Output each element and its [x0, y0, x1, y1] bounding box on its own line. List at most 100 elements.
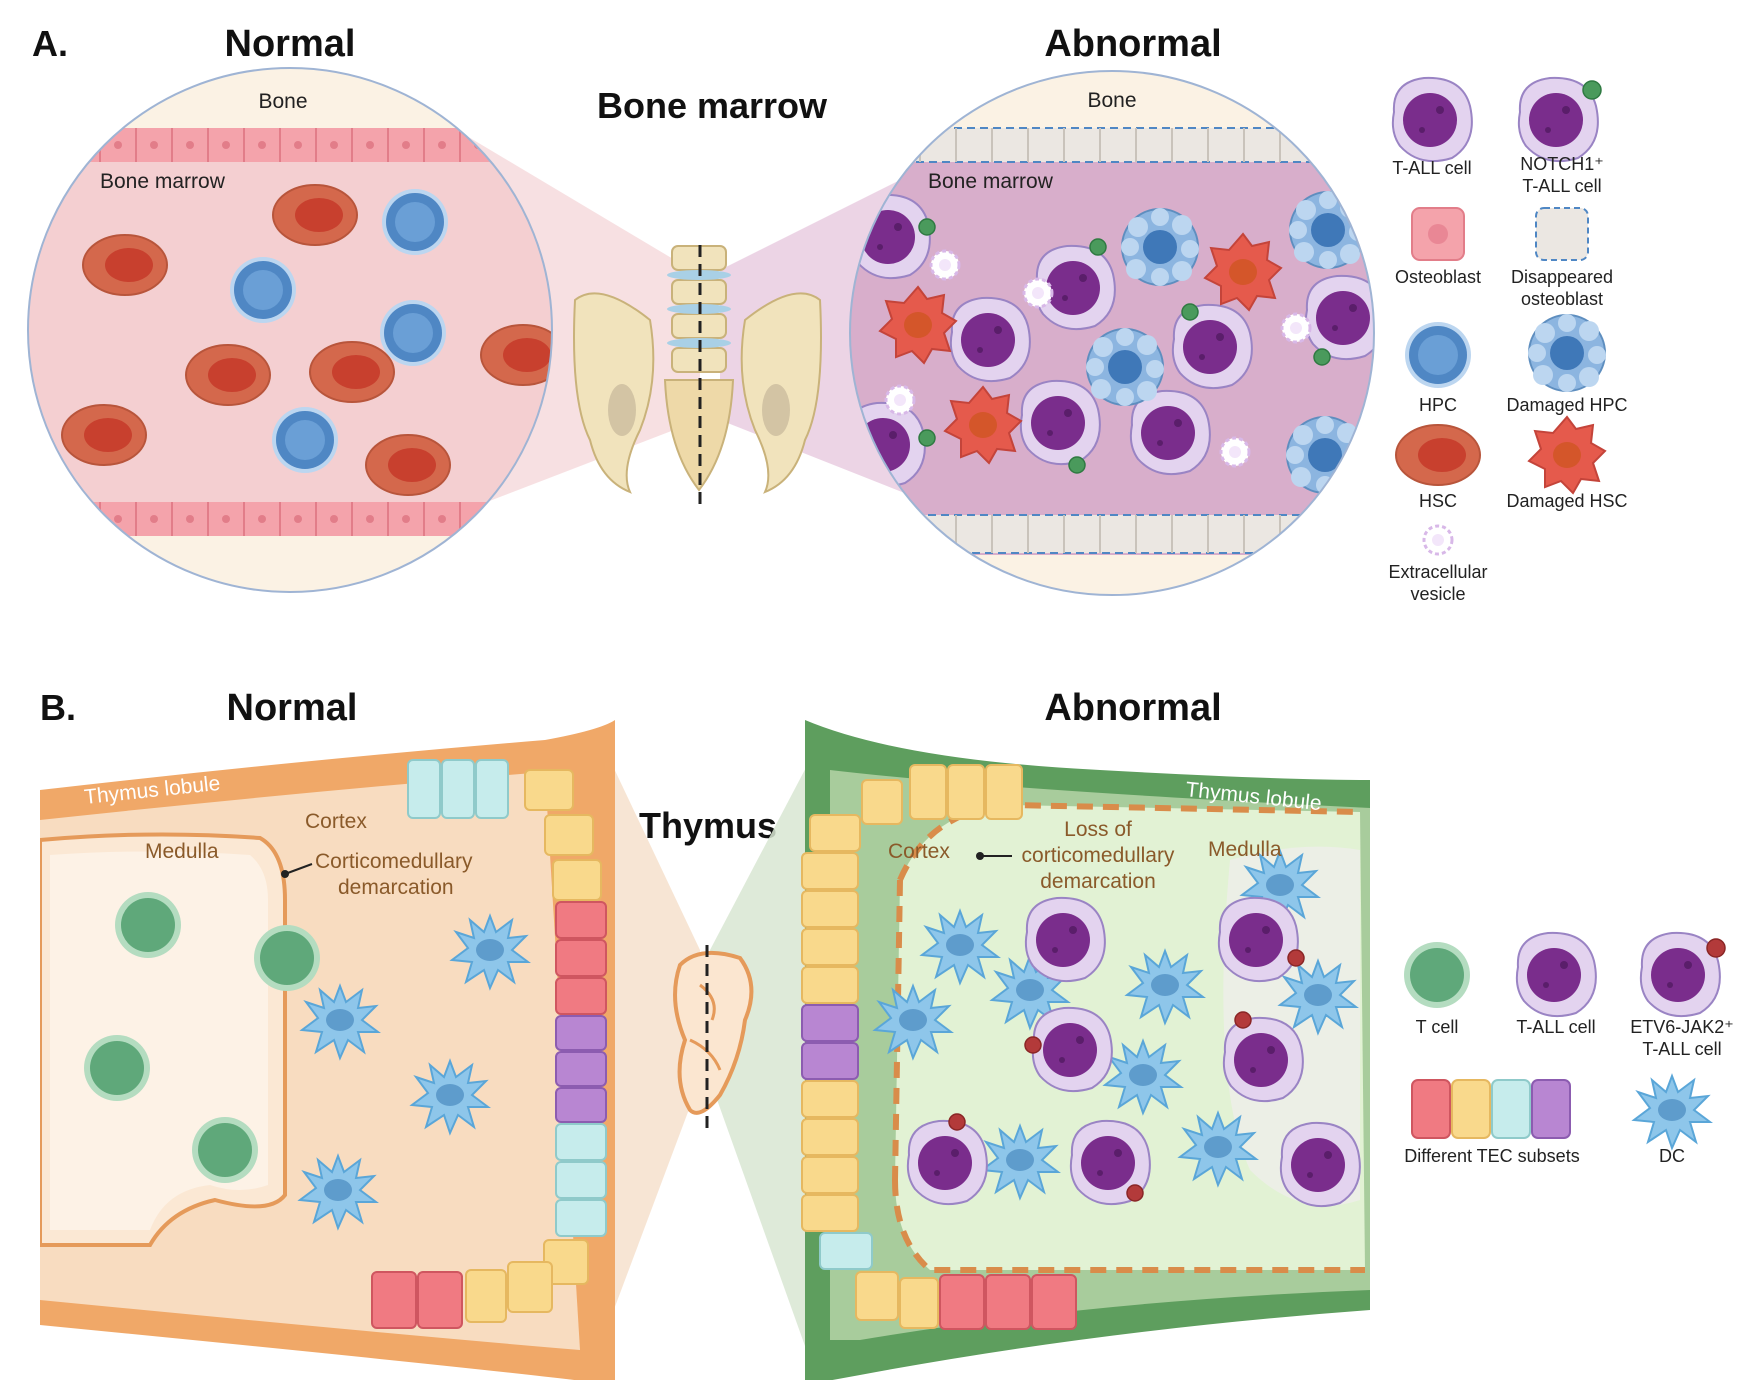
legend-tall-icon	[1391, 76, 1473, 163]
notch1-marker-icon	[1582, 80, 1602, 100]
legend-ev-label-1: Extracellular	[1388, 562, 1487, 582]
tec-column	[371, 759, 607, 1329]
cmd-pointer-dot	[281, 870, 289, 878]
legend-hsc-label: HSC	[1419, 491, 1457, 511]
hsc-cell	[272, 184, 358, 246]
legend-panel-a: T-ALL cell NOTCH1⁺ T-ALL cell Osteoblast…	[1388, 76, 1628, 604]
label-bone-left: Bone	[258, 90, 307, 113]
zoom-circle-left-border	[27, 67, 553, 593]
extracellular-vesicle	[1022, 277, 1054, 309]
hsc-cell	[365, 434, 451, 496]
t-cell	[254, 925, 320, 991]
thymus-connector-right	[710, 760, 810, 1360]
tall-cell	[1222, 1016, 1304, 1103]
panel-a-letter: A.	[32, 23, 68, 64]
label-marrow-right: Bone marrow	[928, 170, 1054, 193]
tall-cell	[1129, 389, 1211, 476]
t-cell	[192, 1117, 258, 1183]
legend-osteoblast-label: Osteoblast	[1395, 267, 1481, 287]
panel-a-center-title: Bone marrow	[597, 85, 828, 126]
legend-disappeared-osteoblast-icon	[1535, 207, 1589, 261]
legend-damaged-hsc-icon	[1528, 416, 1606, 494]
legend-dc-label: DC	[1659, 1146, 1685, 1166]
label-bone-right: Bone	[1087, 89, 1136, 112]
label-marrow-left: Bone marrow	[100, 170, 226, 193]
legend-hsc-icon	[1395, 424, 1481, 486]
tall-cell	[949, 296, 1031, 383]
hsc-cell	[309, 341, 395, 403]
extracellular-vesicle	[884, 384, 916, 416]
disappeared-osteoblast-row-top	[850, 127, 1374, 163]
label-cmd-left-2: demarcation	[338, 876, 454, 899]
normal-bone-marrow-zoom	[28, 68, 552, 592]
notch1-markers	[918, 218, 1331, 474]
hpc-cell	[230, 257, 296, 323]
pelvis-illustration	[573, 245, 822, 505]
damaged-hpc-cell	[1285, 415, 1365, 495]
panel-b-center-title: Thymus	[639, 805, 777, 846]
extracellular-vesicle	[1280, 312, 1312, 344]
extracellular-vesicle	[1219, 436, 1251, 468]
thymus-connector-left	[610, 760, 700, 1320]
legend-ev-icon	[1422, 524, 1454, 556]
panel-b-abnormal-title: Abnormal	[1044, 687, 1221, 729]
cmd-pointer-line	[284, 863, 313, 875]
tall-cell	[1279, 1121, 1361, 1208]
etv6-marker-icon	[1706, 938, 1726, 958]
damaged-hpc-cell	[1085, 327, 1165, 407]
etv6-jak2-markers	[948, 949, 1305, 1202]
t-cell	[84, 1035, 150, 1101]
legend-tcell-icon	[1404, 942, 1470, 1008]
label-cmd-left-1: Corticomedullary	[315, 850, 473, 873]
legend-hpc-icon	[1405, 322, 1471, 388]
normal-thymus-lobule	[40, 720, 615, 1380]
legend-ev-label-2: vesicle	[1410, 584, 1465, 604]
legend-tall-label-b: T-ALL cell	[1516, 1017, 1595, 1037]
t-cell	[115, 892, 181, 958]
disappeared-osteoblast-row-bottom	[850, 514, 1374, 554]
legend-notch1-label-2: T-ALL cell	[1522, 176, 1601, 196]
tec-column	[801, 764, 1077, 1330]
tall-cell	[1031, 1006, 1113, 1093]
panel-b-letter: B.	[40, 687, 76, 728]
hpc-cell	[272, 407, 338, 473]
legend-hpc-label: HPC	[1419, 395, 1457, 415]
legend-etv6-label-2: T-ALL cell	[1642, 1039, 1721, 1059]
legend-tec-icons	[1411, 1079, 1571, 1139]
legend-damaged-hsc-label: Damaged HSC	[1506, 491, 1627, 511]
panel-b-normal-title: Normal	[227, 687, 358, 729]
legend-damaged-hpc-label: Damaged HPC	[1506, 395, 1627, 415]
hsc-cell	[82, 234, 168, 296]
extracellular-vesicle	[929, 249, 961, 281]
label-loss-1: Loss of	[1064, 818, 1132, 841]
hpc-cell	[380, 300, 446, 366]
label-loss-2: corticomedullary	[1022, 844, 1175, 867]
label-cortex-right: Cortex	[888, 840, 950, 863]
abnormal-bone-marrow-zoom	[850, 71, 1374, 595]
thymus-illustration	[673, 945, 754, 1130]
label-medulla-left: Medulla	[145, 840, 219, 863]
abnormal-thymus-lobule	[801, 720, 1370, 1380]
label-loss-3: demarcation	[1040, 870, 1156, 893]
legend-tall-icon-b	[1515, 931, 1597, 1018]
tall-cell	[1019, 379, 1101, 466]
panel-a-normal-title: Normal	[225, 23, 356, 65]
legend-notch1-label-1: NOTCH1⁺	[1520, 154, 1604, 174]
legend-disappeared-label-2: osteoblast	[1521, 289, 1603, 309]
label-cortex-left: Cortex	[305, 810, 367, 833]
legend-panel-b: T cell T-ALL cell ETV6-JAK2⁺ T-ALL cell …	[1404, 931, 1734, 1166]
panel-a-abnormal-title: Abnormal	[1044, 23, 1221, 65]
loss-pointer-dot	[976, 852, 984, 860]
legend-tec-label: Different TEC subsets	[1404, 1146, 1579, 1166]
damaged-hpc-cell	[1288, 190, 1368, 270]
legend-tall-label: T-ALL cell	[1392, 158, 1471, 178]
legend-tcell-label: T cell	[1416, 1017, 1459, 1037]
legend-damaged-hpc-icon	[1527, 313, 1607, 393]
hsc-cell	[61, 404, 147, 466]
legend-etv6-label-1: ETV6-JAK2⁺	[1630, 1017, 1734, 1037]
legend-disappeared-label-1: Disappeared	[1511, 267, 1613, 287]
tall-cell	[1024, 896, 1106, 983]
hsc-cell	[185, 344, 271, 406]
osteoblast-row-bottom	[30, 502, 552, 536]
